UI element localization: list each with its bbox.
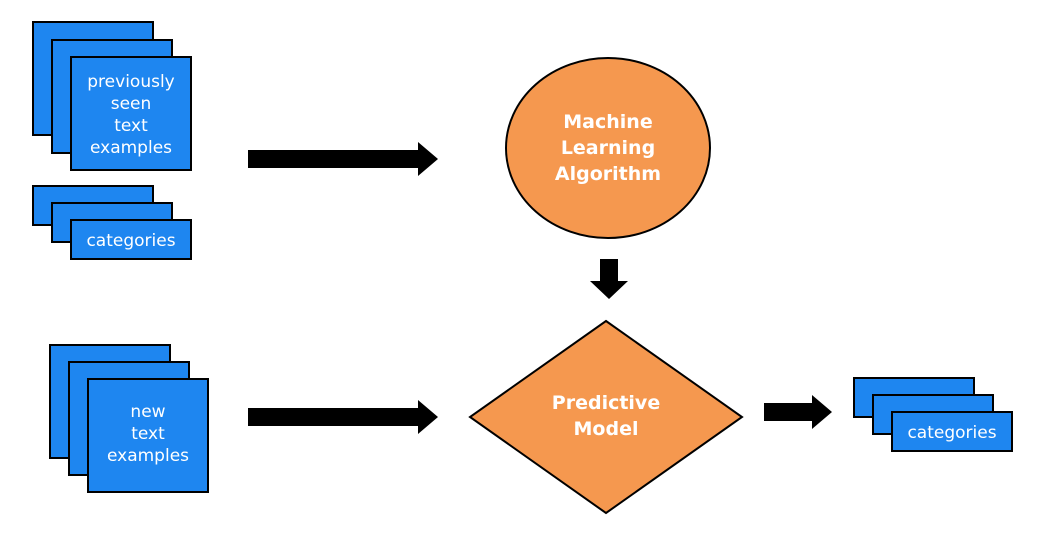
new-examples-card-front <box>87 378 209 493</box>
arrow-down-icon <box>590 259 628 299</box>
training-examples-card-front <box>70 56 192 171</box>
new-examples-line-3: examples <box>107 446 189 466</box>
algorithm-circle <box>505 57 711 239</box>
arrow-right-icon <box>248 142 438 176</box>
machine-learning-algorithm-node: Machine Learning Algorithm <box>505 57 711 239</box>
training-categories-stack: categories <box>32 185 192 260</box>
training-categories-label: categories <box>86 231 175 251</box>
training-examples-line-2: seen <box>111 94 152 114</box>
predictive-model-node: Predictive Model <box>468 319 744 515</box>
training-examples-line-4: examples <box>90 138 172 158</box>
algorithm-line-1: Machine <box>563 111 652 133</box>
output-categories-stack: categories <box>853 377 1013 452</box>
training-categories-card-front <box>70 219 192 260</box>
training-examples-line-3: text <box>114 116 148 136</box>
training-examples-line-1: previously <box>87 72 174 92</box>
training-examples-stack: previously seen text examples <box>32 21 192 171</box>
arrow-right-icon <box>248 400 438 434</box>
arrow-right-icon <box>764 395 832 429</box>
model-line-1: Predictive <box>552 392 660 414</box>
new-examples-line-2: text <box>131 424 165 444</box>
model-line-2: Model <box>574 418 639 440</box>
output-categories-label: categories <box>907 423 996 443</box>
algorithm-line-2: Learning <box>561 137 655 159</box>
output-categories-card-front <box>891 411 1013 452</box>
new-examples-line-1: new <box>130 402 165 422</box>
new-examples-stack: new text examples <box>49 344 209 493</box>
algorithm-line-3: Algorithm <box>555 163 661 185</box>
model-diamond <box>468 319 744 515</box>
